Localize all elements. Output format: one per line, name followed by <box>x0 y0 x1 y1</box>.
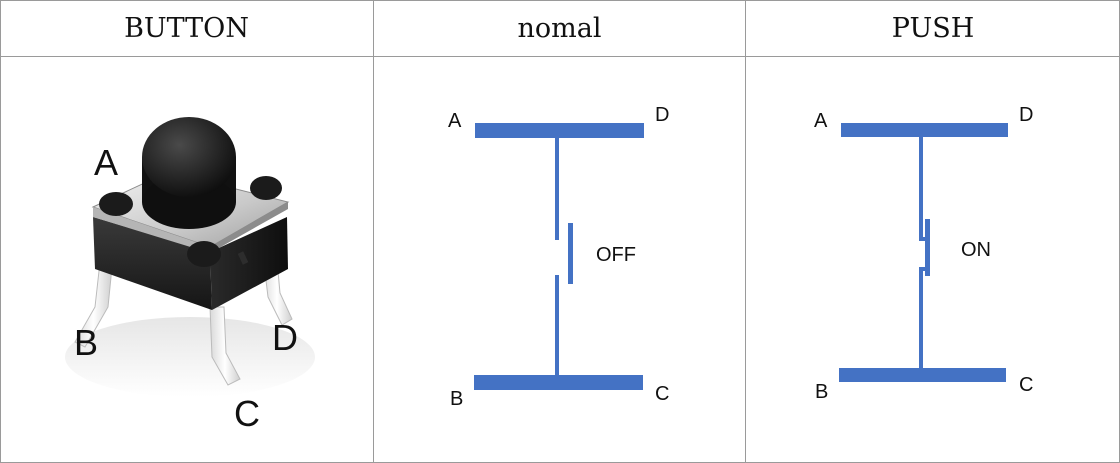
state-label-off: OFF <box>596 244 636 266</box>
header-normal: nomal <box>517 12 602 44</box>
state-label-on: ON <box>961 239 991 261</box>
pin-label-c: C <box>234 393 260 434</box>
diagram-label-b: B <box>450 388 463 410</box>
pin-label-d: D <box>272 317 298 358</box>
terminal-bar-top <box>841 123 1008 137</box>
terminal-bar-bottom <box>839 368 1006 382</box>
button-body <box>65 117 315 397</box>
diagram-label-d: D <box>655 104 669 126</box>
contact-plate-closed <box>925 219 930 276</box>
terminal-bar-bottom <box>474 375 643 390</box>
contact-bridge-bottom <box>919 267 927 271</box>
push-wires <box>839 123 1008 382</box>
normal-wires <box>474 123 644 390</box>
tactile-button-illustration: A B C D <box>65 117 315 434</box>
pin-label-a: A <box>94 142 118 183</box>
contact-plate-open <box>568 223 573 284</box>
diagram-label-d: D <box>1019 104 1033 126</box>
column-divider-1 <box>373 0 374 463</box>
diagram-label-c: C <box>655 383 669 405</box>
wire-lower <box>919 269 923 369</box>
header-push: PUSH <box>891 12 975 44</box>
pin-label-b: B <box>74 322 98 363</box>
header-divider <box>0 56 1120 57</box>
normal-switch-diagram: A D B C OFF <box>448 104 669 410</box>
diagram-label-a: A <box>814 110 828 132</box>
header-button: BUTTON <box>124 12 249 44</box>
wire-upper <box>919 136 923 239</box>
wire-lower <box>555 275 559 376</box>
diagram-label-c: C <box>1019 374 1033 396</box>
diagram-label-b: B <box>815 381 828 403</box>
diagram-label-a: A <box>448 110 462 132</box>
column-divider-2 <box>745 0 746 463</box>
terminal-bar-top <box>475 123 644 138</box>
contact-bridge-top <box>919 237 927 241</box>
wire-upper <box>555 137 559 240</box>
push-switch-diagram: A D B C ON <box>814 104 1033 403</box>
